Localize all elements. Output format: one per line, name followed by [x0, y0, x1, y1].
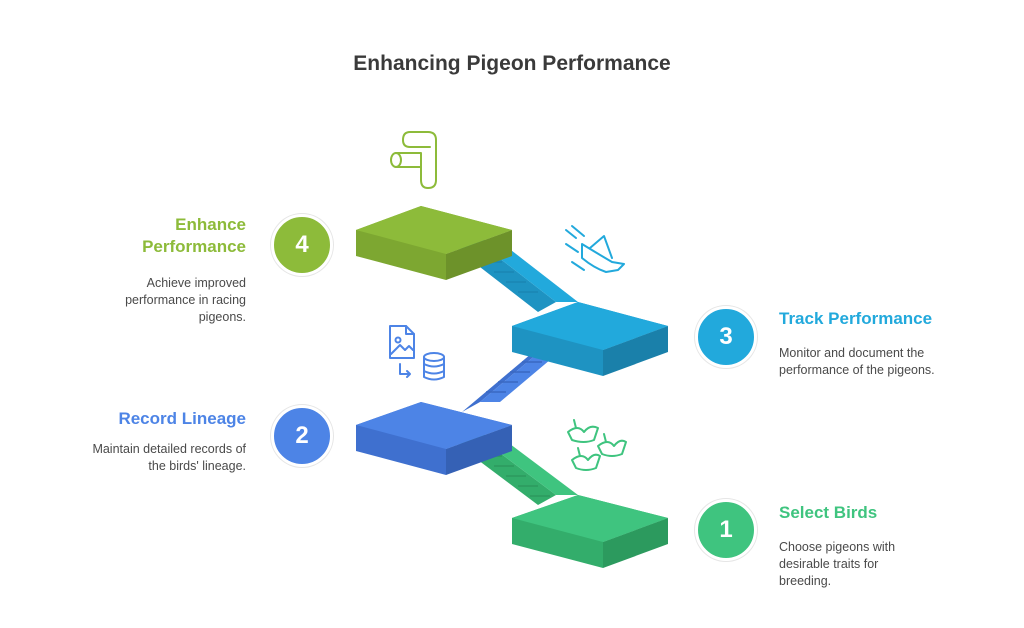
step-2-badge: 2 — [271, 405, 333, 467]
pipe-route-icon — [390, 131, 437, 189]
step-4-description: Achieve improved performance in racing p… — [125, 276, 246, 324]
platform-2 — [356, 402, 512, 475]
step-3-heading: Track Performance — [779, 309, 933, 328]
platform-3 — [512, 302, 668, 376]
step-1-heading: Select Birds — [779, 503, 878, 522]
flying-pigeon-icon — [565, 225, 625, 273]
platform-1 — [512, 495, 668, 568]
image-database-icon — [389, 325, 445, 381]
step-2-description: Maintain detailed records of the birds' … — [92, 442, 246, 473]
page-title: Enhancing Pigeon Performance — [353, 52, 671, 75]
platform-4 — [356, 206, 512, 280]
step-1-badge: 1 — [695, 499, 757, 561]
step-3-badge: 3 — [695, 306, 757, 368]
step-1-description: Choose pigeons with desirable traits for… — [779, 540, 896, 588]
step-4-badge: 4 — [271, 214, 333, 276]
birds-icon — [567, 419, 627, 471]
step-3-description: Monitor and document the performance of … — [779, 346, 935, 377]
step-2-heading: Record Lineage — [118, 409, 246, 428]
step-4-heading: Enhance Performance — [142, 215, 246, 256]
